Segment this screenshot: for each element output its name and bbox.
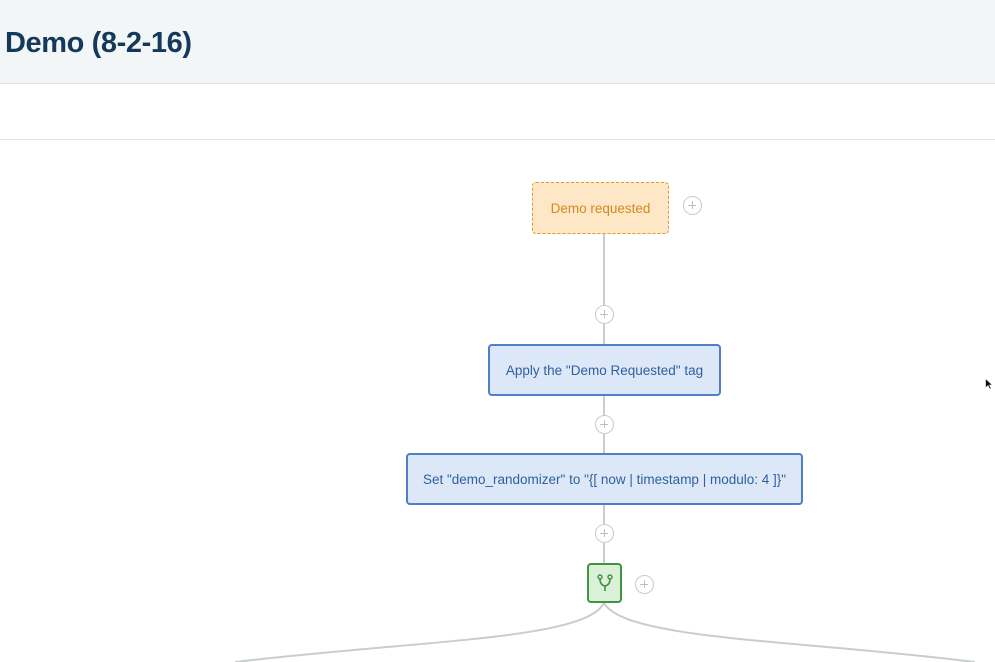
- add-step-plus-icon[interactable]: [683, 196, 702, 215]
- workflow-canvas[interactable]: [0, 140, 995, 662]
- trigger-node[interactable]: Demo requested: [532, 182, 669, 234]
- branch-icon: [596, 574, 613, 591]
- action-label: Apply the "Demo Requested" tag: [505, 362, 704, 378]
- connector-branch-right: [603, 602, 976, 662]
- trigger-label: Demo requested: [550, 200, 651, 216]
- page-title: Demo (8-2-16): [5, 27, 192, 59]
- add-step-plus-icon[interactable]: [595, 524, 614, 543]
- add-step-plus-icon[interactable]: [595, 415, 614, 434]
- page-header: Demo (8-2-16): [0, 0, 995, 84]
- action-node-apply-tag[interactable]: Apply the "Demo Requested" tag: [488, 344, 721, 396]
- toolbar-area: [0, 84, 995, 140]
- add-step-plus-icon[interactable]: [635, 575, 654, 594]
- add-step-plus-icon[interactable]: [595, 305, 614, 324]
- connector-branch-left: [234, 602, 605, 662]
- action-label: Set "demo_randomizer" to "{[ now | times…: [422, 471, 787, 487]
- branch-node[interactable]: [587, 563, 622, 603]
- action-node-set-field[interactable]: Set "demo_randomizer" to "{[ now | times…: [406, 453, 803, 505]
- mouse-pointer-icon: [985, 378, 993, 390]
